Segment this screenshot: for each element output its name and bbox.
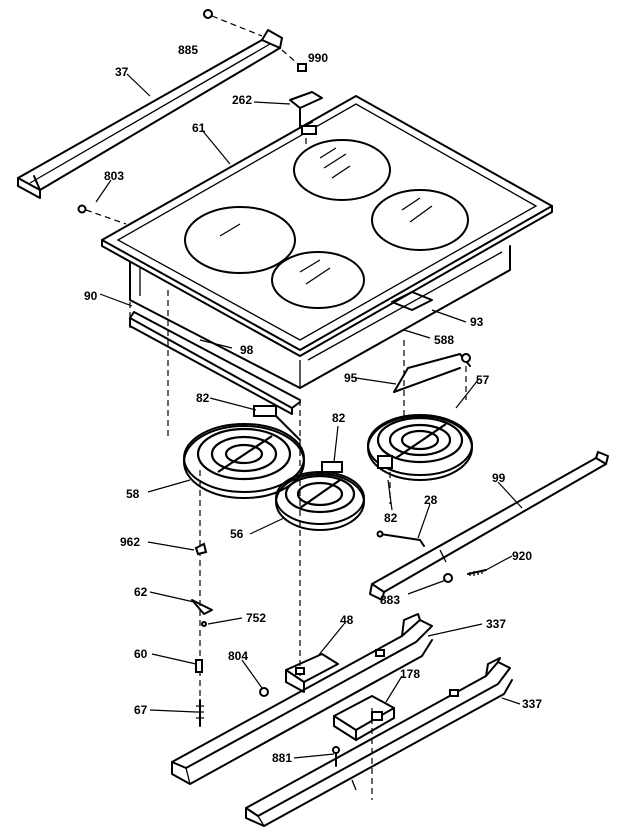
spacer-60 bbox=[195, 659, 203, 673]
callout-57: 57 bbox=[476, 373, 490, 387]
screw-920 bbox=[467, 569, 487, 576]
screw-67 bbox=[196, 699, 204, 727]
callout-90: 90 bbox=[84, 289, 98, 303]
callout-56: 56 bbox=[230, 527, 244, 541]
front-channel-upper bbox=[171, 613, 433, 785]
leader-lines bbox=[95, 73, 523, 759]
callout-883: 883 bbox=[380, 593, 400, 607]
callout-82-middle: 82 bbox=[332, 411, 346, 425]
callout-990: 990 bbox=[308, 51, 328, 65]
screw-803 bbox=[77, 204, 127, 225]
callout-803: 803 bbox=[104, 169, 124, 183]
callout-labels: 885 990 37 262 61 803 90 93 98 588 95 57… bbox=[84, 43, 542, 765]
screw-881 bbox=[332, 746, 340, 767]
screw-804 bbox=[259, 687, 269, 697]
bracket-48 bbox=[285, 653, 339, 693]
callout-99: 99 bbox=[492, 471, 506, 485]
callout-28: 28 bbox=[424, 493, 438, 507]
bracket-95 bbox=[393, 353, 471, 393]
support-rod-99 bbox=[369, 451, 609, 601]
callout-37: 37 bbox=[115, 65, 129, 79]
callout-82-left: 82 bbox=[196, 391, 210, 405]
callout-48: 48 bbox=[340, 613, 354, 627]
screw-752 bbox=[201, 621, 207, 627]
assembly-lines bbox=[129, 262, 467, 800]
callout-178: 178 bbox=[400, 667, 420, 681]
callout-61: 61 bbox=[192, 121, 206, 135]
callout-752: 752 bbox=[246, 611, 266, 625]
clip-962 bbox=[194, 542, 208, 556]
bracket-62 bbox=[191, 599, 213, 615]
callout-62: 62 bbox=[134, 585, 148, 599]
control-module-178 bbox=[333, 695, 395, 741]
callout-67: 67 bbox=[134, 703, 148, 717]
callout-881: 881 bbox=[272, 751, 292, 765]
callout-920: 920 bbox=[512, 549, 532, 563]
top-trim-bar bbox=[17, 29, 283, 199]
clip-990 bbox=[281, 49, 307, 72]
screw-885 bbox=[203, 9, 263, 37]
front-channel-lower bbox=[245, 657, 513, 827]
callout-58: 58 bbox=[126, 487, 140, 501]
cooktop-glass bbox=[101, 95, 553, 357]
callout-885: 885 bbox=[178, 43, 198, 57]
callout-93: 93 bbox=[470, 315, 484, 329]
callout-98: 98 bbox=[240, 343, 254, 357]
callout-588: 588 bbox=[434, 333, 454, 347]
callout-337-upper: 337 bbox=[486, 617, 506, 631]
callout-95: 95 bbox=[344, 371, 358, 385]
callout-82-right: 82 bbox=[384, 511, 398, 525]
callout-262: 262 bbox=[232, 93, 252, 107]
callout-962: 962 bbox=[120, 535, 140, 549]
callout-337-lower: 337 bbox=[522, 697, 542, 711]
callout-804: 804 bbox=[228, 649, 248, 663]
callout-60: 60 bbox=[134, 647, 148, 661]
clip-28 bbox=[376, 530, 425, 547]
burner-57 bbox=[367, 414, 473, 481]
burner-56 bbox=[275, 461, 365, 531]
burner-58 bbox=[183, 405, 305, 499]
